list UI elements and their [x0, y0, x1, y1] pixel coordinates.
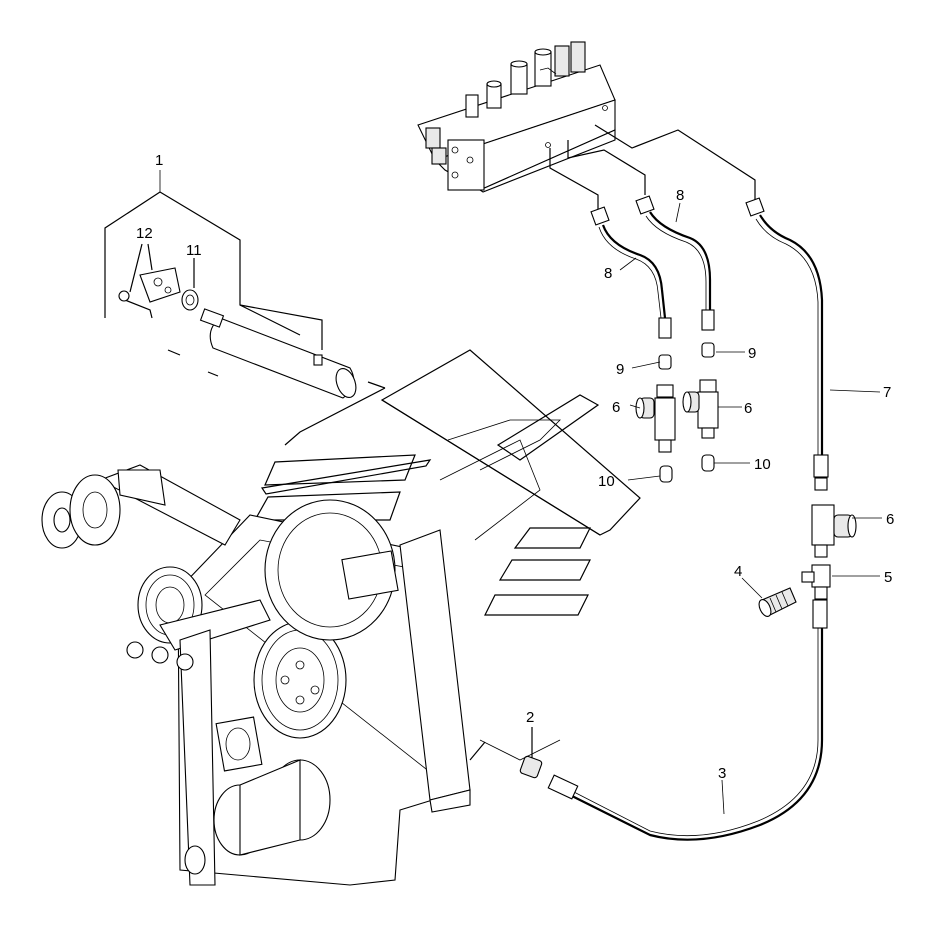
hose-8-left: [590, 206, 672, 339]
callout-1: 1: [155, 152, 163, 169]
valve-lead-lines: [549, 124, 756, 210]
callout-4: 4: [734, 563, 742, 580]
callout-6-left: 6: [612, 399, 620, 416]
callout-10-left: 10: [598, 473, 615, 490]
callout-2: 2: [526, 709, 534, 726]
hose-7: [745, 197, 829, 478]
mounting-plate: [253, 349, 641, 616]
fitting-2: [519, 727, 543, 779]
callout-8-upper: 8: [676, 187, 684, 204]
hose-3: [547, 599, 828, 841]
leader-lines: [159, 170, 882, 815]
fittings-left-stack: [635, 354, 676, 483]
nut-11: [181, 258, 199, 311]
callout-6-mid: 6: [744, 400, 752, 417]
fittings-right-stack: [682, 342, 719, 472]
callout-9-left: 9: [616, 361, 624, 378]
callout-6-right: 6: [886, 511, 894, 528]
quick-coupler-4: [758, 587, 797, 617]
callout-12: 12: [136, 225, 153, 242]
callout-7: 7: [883, 384, 891, 401]
clevis-12: [118, 243, 181, 319]
callout-11: 11: [186, 242, 202, 259]
callout-10-right: 10: [754, 456, 771, 473]
hose-8-right: [635, 195, 715, 331]
callout-5: 5: [884, 569, 892, 586]
cylinder-1: [199, 308, 357, 399]
callout-8-lower: 8: [604, 265, 612, 282]
fittings-right-tee: [801, 477, 857, 600]
valve-block: [417, 41, 616, 193]
callout-9-right: 9: [748, 345, 756, 362]
machine-frame: [41, 464, 561, 886]
callout-3: 3: [718, 765, 726, 782]
callouts: 1 12 11 8 8 9 9 6 6 6 10 10 7 4 5 2 3: [136, 152, 894, 782]
